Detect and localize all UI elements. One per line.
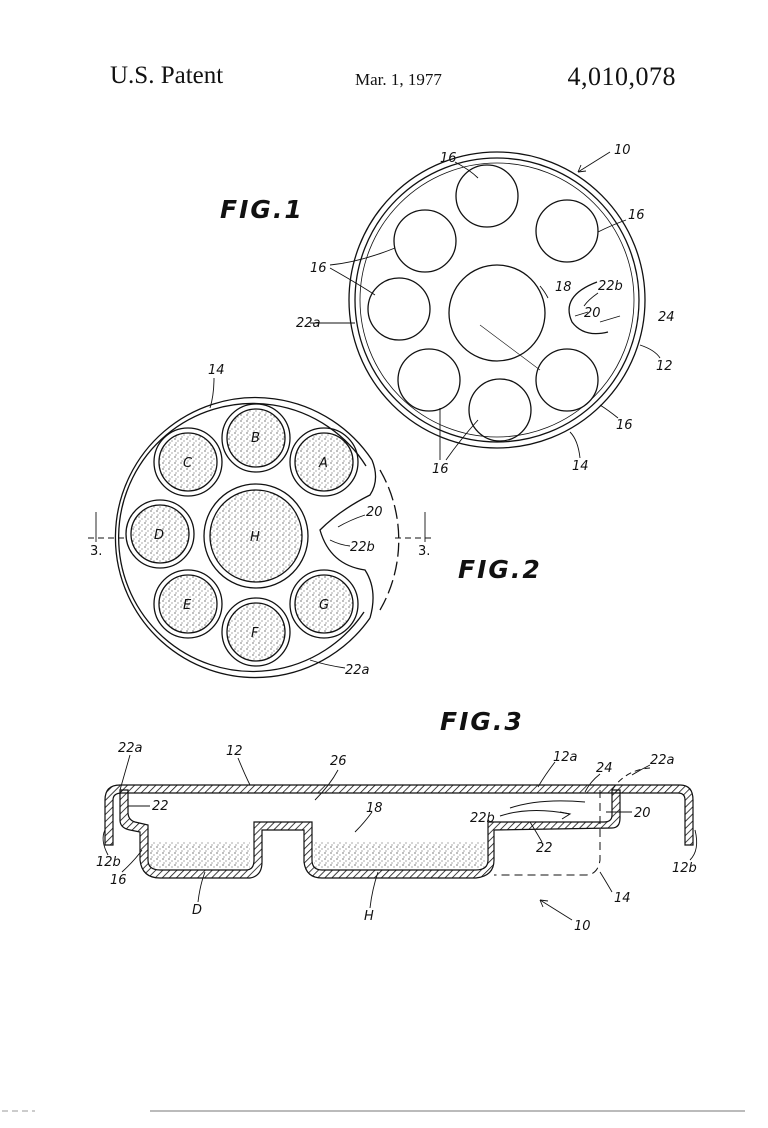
fig3-leaders <box>103 755 697 920</box>
fig3-ref-22: 22 <box>152 799 169 814</box>
fig2-ref-14: 14 <box>208 363 225 378</box>
fig2-ref-20: 20 <box>366 505 383 520</box>
fig1-ref-22a: 22a <box>296 316 321 331</box>
fig3-ref-20: 20 <box>634 806 651 821</box>
fig2-ref-22a: 22a <box>345 663 370 678</box>
fig1-ref-14: 14 <box>572 459 589 474</box>
fig3-title: FIG.3 <box>440 707 524 736</box>
fig2-title: FIG.2 <box>458 555 542 584</box>
fig3-ref-12a: 12a <box>553 750 578 765</box>
fig1-ref-22b: 22b <box>598 279 623 294</box>
fig3-ref-22a: 22a <box>118 741 143 756</box>
fig3-ref-12b: 12b <box>96 855 121 870</box>
fig3-ref-12b: 12b <box>672 861 697 876</box>
fig3-ref-16: 16 <box>110 873 127 888</box>
fig3-ref-14: 14 <box>614 891 631 906</box>
fig3-ref-22: 22 <box>536 841 553 856</box>
fig2-well-c: C <box>183 456 193 471</box>
fig1-ref-10: 10 <box>614 143 631 158</box>
fig3-ref-12: 12 <box>226 744 243 759</box>
fig2-well-h: H <box>250 530 260 545</box>
fig2-ref-22b: 22b <box>350 540 375 555</box>
fig3-ref-24: 24 <box>596 761 613 776</box>
fig3-labels: 22a 12 26 12a 24 22a 22 18 22b 20 22 12b… <box>96 741 697 934</box>
fig2-section-right: 3. <box>418 544 430 559</box>
fig2-well-d: D <box>154 528 164 543</box>
fig1-ref-18: 18 <box>555 280 572 295</box>
fig2-well-a: A <box>318 456 328 471</box>
fig3-label-h: H <box>364 909 374 924</box>
fig2-well-f: F <box>251 626 259 641</box>
fig2-well-b: B <box>251 431 260 446</box>
fig1-ref-12: 12 <box>656 359 673 374</box>
fig3-ref-22b: 22b <box>470 811 495 826</box>
fig1-ref-16: 16 <box>628 208 645 223</box>
fig1-ref-16: 16 <box>440 151 457 166</box>
figure-1 <box>349 152 645 448</box>
fig1-ref-24: 24 <box>658 310 675 325</box>
fig1-ref-16: 16 <box>432 462 449 477</box>
fig3-ref-18: 18 <box>366 801 383 816</box>
fig3-label-d: D <box>192 903 202 918</box>
fig1-title: FIG.1 <box>220 195 304 224</box>
figure-3: FIG.3 <box>105 707 693 878</box>
fig1-ref-20: 20 <box>584 306 601 321</box>
fig2-well-g: G <box>319 598 329 613</box>
fig1-leaders <box>310 152 660 460</box>
fig2-well-e: E <box>183 598 192 613</box>
fig3-ref-10: 10 <box>574 919 591 934</box>
fig3-ref-26: 26 <box>330 754 347 769</box>
fig1-ref-16: 16 <box>616 418 633 433</box>
fig2-section-left: 3. <box>90 544 102 559</box>
fig1-ref-16: 16 <box>310 261 327 276</box>
fig3-ref-22a: 22a <box>650 753 675 768</box>
